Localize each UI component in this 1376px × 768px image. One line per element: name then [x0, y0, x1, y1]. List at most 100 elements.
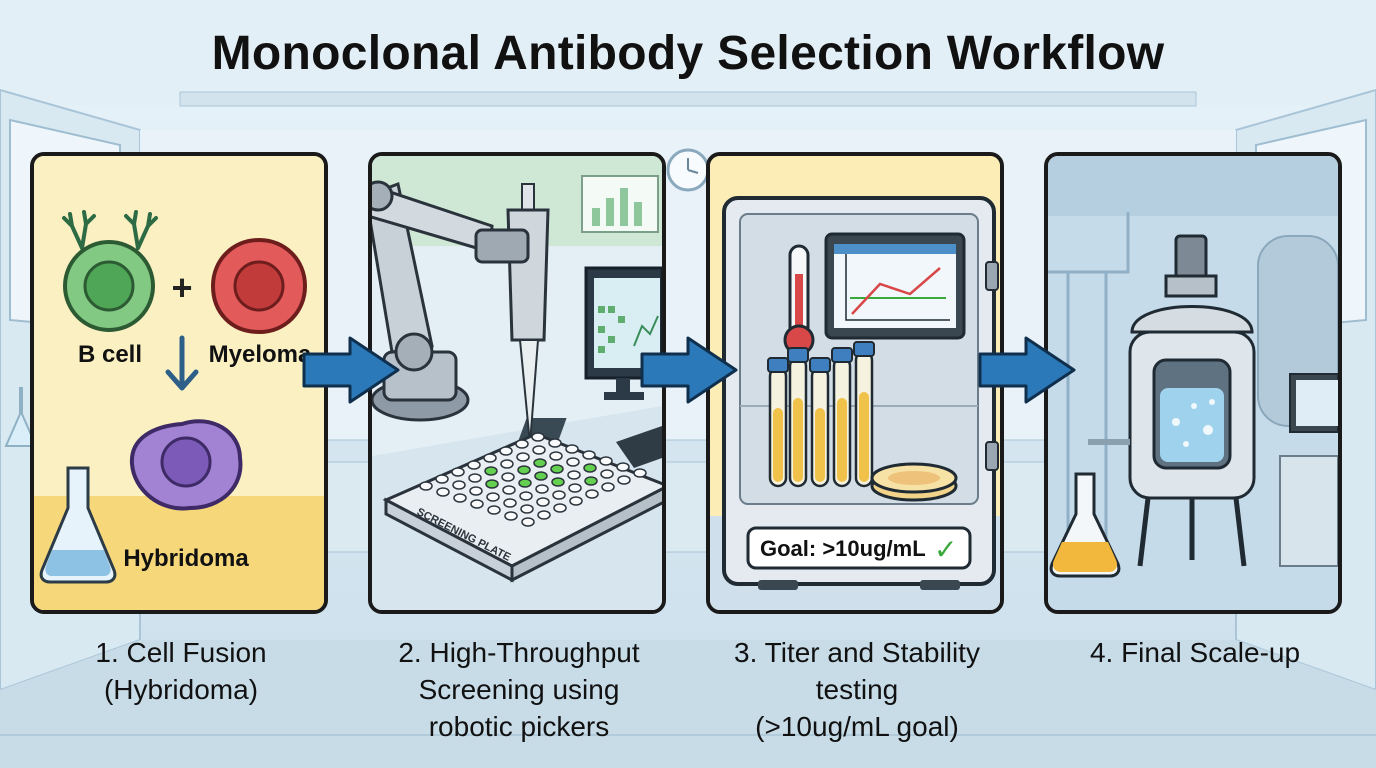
tube-liquid [859, 392, 869, 482]
plate-well [484, 466, 498, 476]
tube-cap [787, 347, 809, 363]
plate-well [485, 479, 499, 489]
plate-well [569, 496, 583, 506]
step-1-caption: 1. Cell Fusion(Hybridoma) [11, 634, 351, 708]
tube-liquid [793, 398, 803, 482]
right-arrow-icon [978, 336, 1076, 404]
plate-well [500, 459, 514, 469]
plate-well [453, 493, 467, 503]
page-title: Monoclonal Antibody Selection Workflow [211, 27, 1165, 80]
plate-well [501, 472, 515, 482]
plate-well [567, 470, 581, 480]
plate-well [502, 485, 516, 495]
plate-well [516, 452, 530, 462]
step-1-caption-text: 1. Cell Fusion(Hybridoma) [95, 637, 267, 705]
tube-liquid [815, 408, 825, 482]
plate-well [436, 487, 450, 497]
plate-well [504, 511, 518, 521]
plate-well [452, 480, 466, 490]
plate-well [566, 457, 580, 467]
tube-liquid [837, 398, 847, 482]
plate-well [600, 469, 614, 479]
plate-well [535, 484, 549, 494]
b-cell-label: B cell [78, 341, 142, 368]
plate-well [549, 451, 563, 461]
bioreactor-icon [1088, 234, 1256, 567]
plate-well [519, 491, 533, 501]
plate-well [584, 476, 598, 486]
test-tube-rack [767, 341, 875, 488]
plate-well [599, 456, 613, 466]
plate-well [469, 486, 483, 496]
plate-well [616, 462, 630, 472]
plate-well [521, 517, 535, 527]
plate-well [565, 444, 579, 454]
plate-well [531, 432, 545, 442]
step-2-panel: SCREENING PLATE [368, 152, 666, 614]
wall-chart-icon [581, 175, 659, 233]
goal-label: Goal: >10ug/mL [760, 536, 926, 561]
plate-well [467, 460, 481, 470]
plate-well [486, 492, 500, 502]
plate-well [583, 463, 597, 473]
plate-well [537, 510, 551, 520]
plate-well [550, 464, 564, 474]
thermometer-icon [783, 244, 815, 356]
goal-badge: Goal: >10ug/mL ✓ [746, 526, 972, 570]
monitor-icon [824, 232, 966, 340]
tube-cap [809, 357, 831, 373]
right-arrow-icon [640, 336, 738, 404]
step-4-caption-text: 4. Final Scale-up [1089, 637, 1301, 668]
step-4-caption: 4. Final Scale-up [1025, 634, 1365, 671]
robot-arm-icon [372, 180, 494, 422]
plate-well [515, 439, 529, 449]
well-plate-icon: SCREENING PLATE [382, 432, 662, 583]
tube-cap [767, 357, 789, 373]
flask-icon [39, 466, 117, 584]
plate-well [499, 446, 513, 456]
plate-well [518, 478, 532, 488]
tube-cap [853, 341, 875, 357]
petri-dish-icon [870, 462, 958, 502]
plate-well [552, 490, 566, 500]
down-arrow-icon [165, 335, 199, 391]
plate-well [553, 503, 567, 513]
plate-well [483, 453, 497, 463]
plate-well [551, 477, 565, 487]
plate-well [487, 505, 501, 515]
plate-well [503, 498, 517, 508]
plus-sign: + [171, 267, 192, 308]
plate-well [520, 504, 534, 514]
plate-well [585, 489, 599, 499]
plate-well [451, 467, 465, 477]
plate-well [617, 475, 631, 485]
plate-well [633, 468, 647, 478]
hybridoma-label: Hybridoma [123, 545, 249, 572]
myeloma-label: Myeloma [209, 341, 312, 368]
right-arrow-icon [302, 336, 400, 404]
myeloma-cell-icon [210, 237, 308, 335]
b-cell-icon [62, 210, 158, 332]
plate-well [532, 445, 546, 455]
pipette-icon [474, 183, 550, 456]
plate-well [470, 499, 484, 509]
plate-well [533, 458, 547, 468]
antibody-icon [62, 210, 158, 250]
plate-well [419, 481, 433, 491]
plate-well [601, 482, 615, 492]
step-1-panel: + B cell Myeloma Hybridoma [30, 152, 328, 614]
step-4-panel [1044, 152, 1342, 614]
plate-well [536, 497, 550, 507]
plate-well [517, 465, 531, 475]
plate-well [468, 473, 482, 483]
tube-liquid [773, 408, 783, 482]
plate-well [534, 471, 548, 481]
step-3-panel: Goal: >10ug/mL ✓ [706, 152, 1004, 614]
hybridoma-cell-icon [129, 419, 243, 511]
plate-well [582, 450, 596, 460]
tube-cap [831, 347, 853, 363]
plate-well [435, 474, 449, 484]
